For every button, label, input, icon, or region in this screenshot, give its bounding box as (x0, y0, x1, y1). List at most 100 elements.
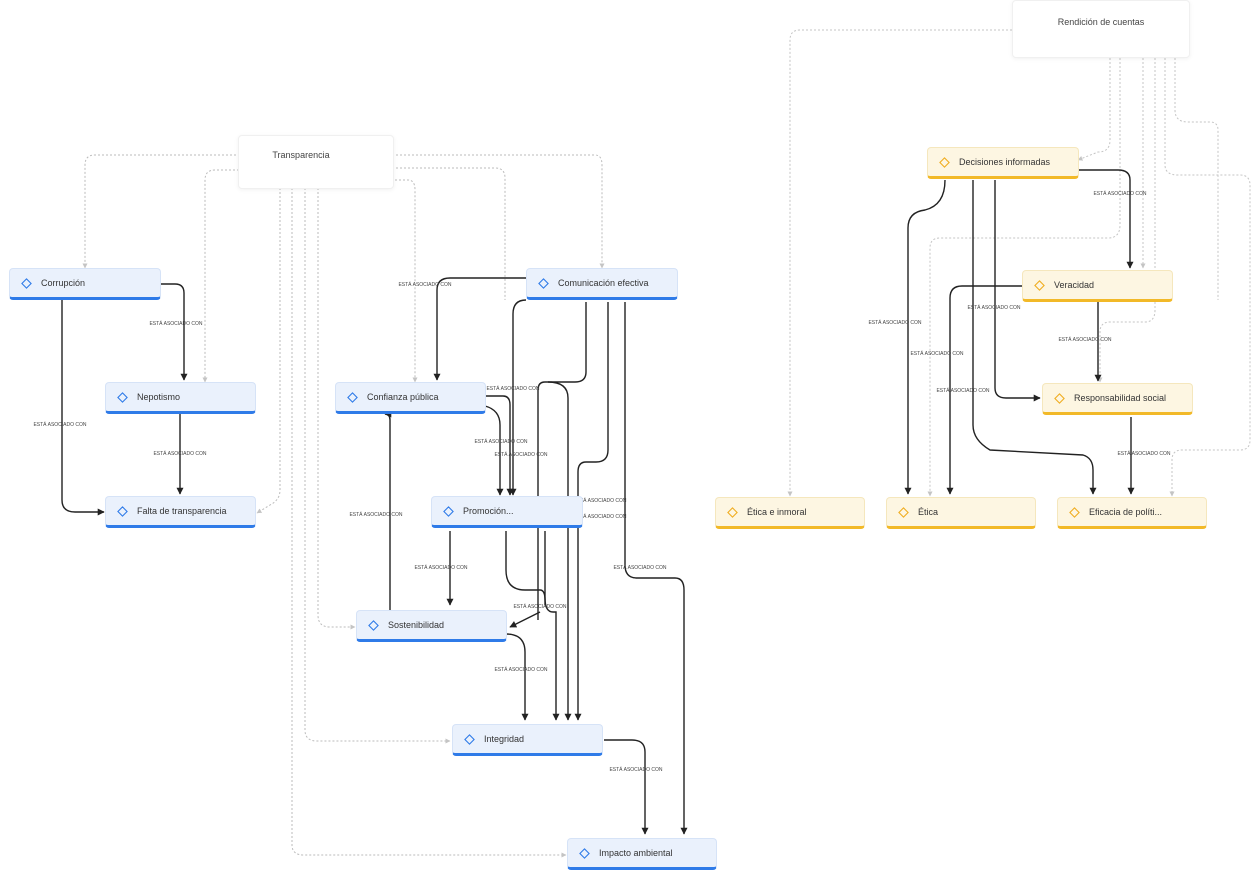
edge-label: ESTÁ ASOCIADO CON (149, 320, 202, 327)
dashed-edges-transparencia (82, 154, 605, 858)
edge (485, 395, 514, 496)
node-nepotismo[interactable]: Nepotismo (105, 382, 256, 414)
edge-labels: ESTÁ ASOCIADO CON ESTÁ ASOCIADO CON ESTÁ… (33, 190, 1170, 773)
edge (484, 405, 504, 496)
diamond-icon (347, 391, 358, 403)
node-label: Corrupción (41, 278, 86, 288)
edge (994, 180, 1041, 402)
dashed-edge (787, 29, 1012, 497)
node-impacto-ambiental[interactable]: Impacto ambiental (567, 838, 717, 870)
dashed-edge (1164, 58, 1251, 497)
node-responsabilidad-social[interactable]: Responsabilidad social (1042, 383, 1193, 415)
edge (433, 277, 526, 381)
edge-label: ESTÁ ASOCIADO CON (573, 497, 626, 504)
root-node-transparencia[interactable]: Transparencia (238, 135, 394, 189)
edge (604, 739, 649, 835)
solid-edges-left (61, 283, 188, 516)
edge-label: ESTÁ ASOCIADO CON (609, 766, 662, 773)
edge-label: ESTÁ ASOCIADO CON (153, 450, 206, 457)
node-sostenibilidad[interactable]: Sostenibilidad (356, 610, 507, 642)
dashed-edge (927, 58, 1121, 497)
dashed-edge (1077, 58, 1111, 161)
edge (904, 179, 946, 495)
diamond-icon (117, 391, 128, 403)
diamond-icon (939, 156, 950, 168)
diamond-icon (1054, 392, 1065, 404)
edge-label: ESTÁ ASOCIADO CON (868, 319, 921, 326)
edge-label: ESTÁ ASOCIADO CON (398, 281, 451, 288)
edge-label: ESTÁ ASOCIADO CON (33, 421, 86, 428)
edge (1078, 169, 1134, 269)
edge-label: ESTÁ ASOCIADO CON (494, 666, 547, 673)
edge-label: ESTÁ ASOCIADO CON (349, 511, 402, 518)
node-eficacia-de-politicas[interactable]: Eficacia de políti... (1057, 497, 1207, 529)
node-label: Decisiones informadas (959, 157, 1051, 167)
edge (574, 302, 609, 721)
dashed-edge (1097, 58, 1156, 383)
node-label: Integridad (484, 734, 525, 744)
edge-label: ESTÁ ASOCIADO CON (1058, 336, 1111, 343)
edge-label: ESTÁ ASOCIADO CON (513, 603, 566, 610)
solid-edges-right (904, 169, 1135, 495)
node-corrupcion[interactable]: Corrupción (9, 268, 161, 300)
edge (972, 180, 1097, 495)
edge (509, 299, 527, 496)
root-label: Rendición de cuentas (1057, 17, 1145, 27)
node-label: Responsabilidad social (1074, 393, 1167, 403)
node-label: Sostenibilidad (388, 620, 445, 630)
edge-label: ESTÁ ASOCIADO CON (1093, 190, 1146, 197)
dashed-edge (291, 188, 567, 858)
edge-label: ESTÁ ASOCIADO CON (613, 564, 666, 571)
root-node-rendicion-de-cuentas[interactable]: Rendición de cuentas (1012, 0, 1190, 58)
dashed-edge (256, 188, 281, 514)
edge (509, 611, 541, 628)
node-promocion[interactable]: Promoción... (431, 496, 583, 528)
node-label: Promoción... (463, 506, 514, 516)
dashed-edge (82, 154, 240, 269)
solid-edges-middle (384, 277, 688, 835)
node-comunicacion-efectiva[interactable]: Comunicación efectiva (526, 268, 678, 300)
edge (384, 410, 392, 610)
diamond-icon (21, 277, 32, 289)
node-label: Confianza pública (367, 392, 439, 402)
edge-label: ESTÁ ASOCIADO CON (910, 350, 963, 357)
node-label: Nepotismo (137, 392, 181, 402)
dashed-edge (1174, 58, 1219, 300)
dashed-edge (392, 167, 506, 300)
edge (61, 300, 105, 516)
edge (160, 283, 188, 381)
edge-label: ESTÁ ASOCIADO CON (967, 304, 1020, 311)
node-veracidad[interactable]: Veracidad (1022, 270, 1173, 302)
edge-label: ESTÁ ASOCIADO CON (494, 451, 547, 458)
edge-label: ESTÁ ASOCIADO CON (486, 385, 539, 392)
diamond-icon (464, 733, 475, 745)
node-falta-de-transparencia[interactable]: Falta de transparencia (105, 496, 256, 528)
diamond-icon (1034, 279, 1045, 291)
edge (537, 302, 587, 620)
node-etica[interactable]: Ética (886, 497, 1036, 529)
node-integridad[interactable]: Integridad (452, 724, 603, 756)
dashed-edge (304, 188, 451, 744)
node-label: Comunicación efectiva (558, 278, 649, 288)
diamond-icon (727, 506, 738, 518)
edge-label: ESTÁ ASOCIADO CON (474, 438, 527, 445)
edge-label: ESTÁ ASOCIADO CON (1117, 450, 1170, 457)
diamond-icon (898, 506, 909, 518)
node-label: Falta de transparencia (137, 506, 227, 516)
diamond-icon (538, 277, 549, 289)
edge (946, 285, 1022, 495)
dashed-edge (392, 154, 605, 269)
node-label: Impacto ambiental (599, 848, 673, 858)
diamond-icon (579, 847, 590, 859)
edge-label: ESTÁ ASOCIADO CON (573, 513, 626, 520)
dashed-edge (202, 169, 255, 383)
node-label: Eficacia de políti... (1089, 507, 1163, 517)
dashed-edges-rendicion (787, 29, 1251, 497)
diamond-icon (368, 619, 379, 631)
node-confianza-publica[interactable]: Confianza pública (335, 382, 486, 414)
node-decisiones-informadas[interactable]: Decisiones informadas (927, 147, 1079, 179)
diamond-icon (443, 505, 454, 517)
node-label: Ética e inmoral (747, 507, 807, 517)
node-etica-e-inmoral[interactable]: Ética e inmoral (715, 497, 865, 529)
